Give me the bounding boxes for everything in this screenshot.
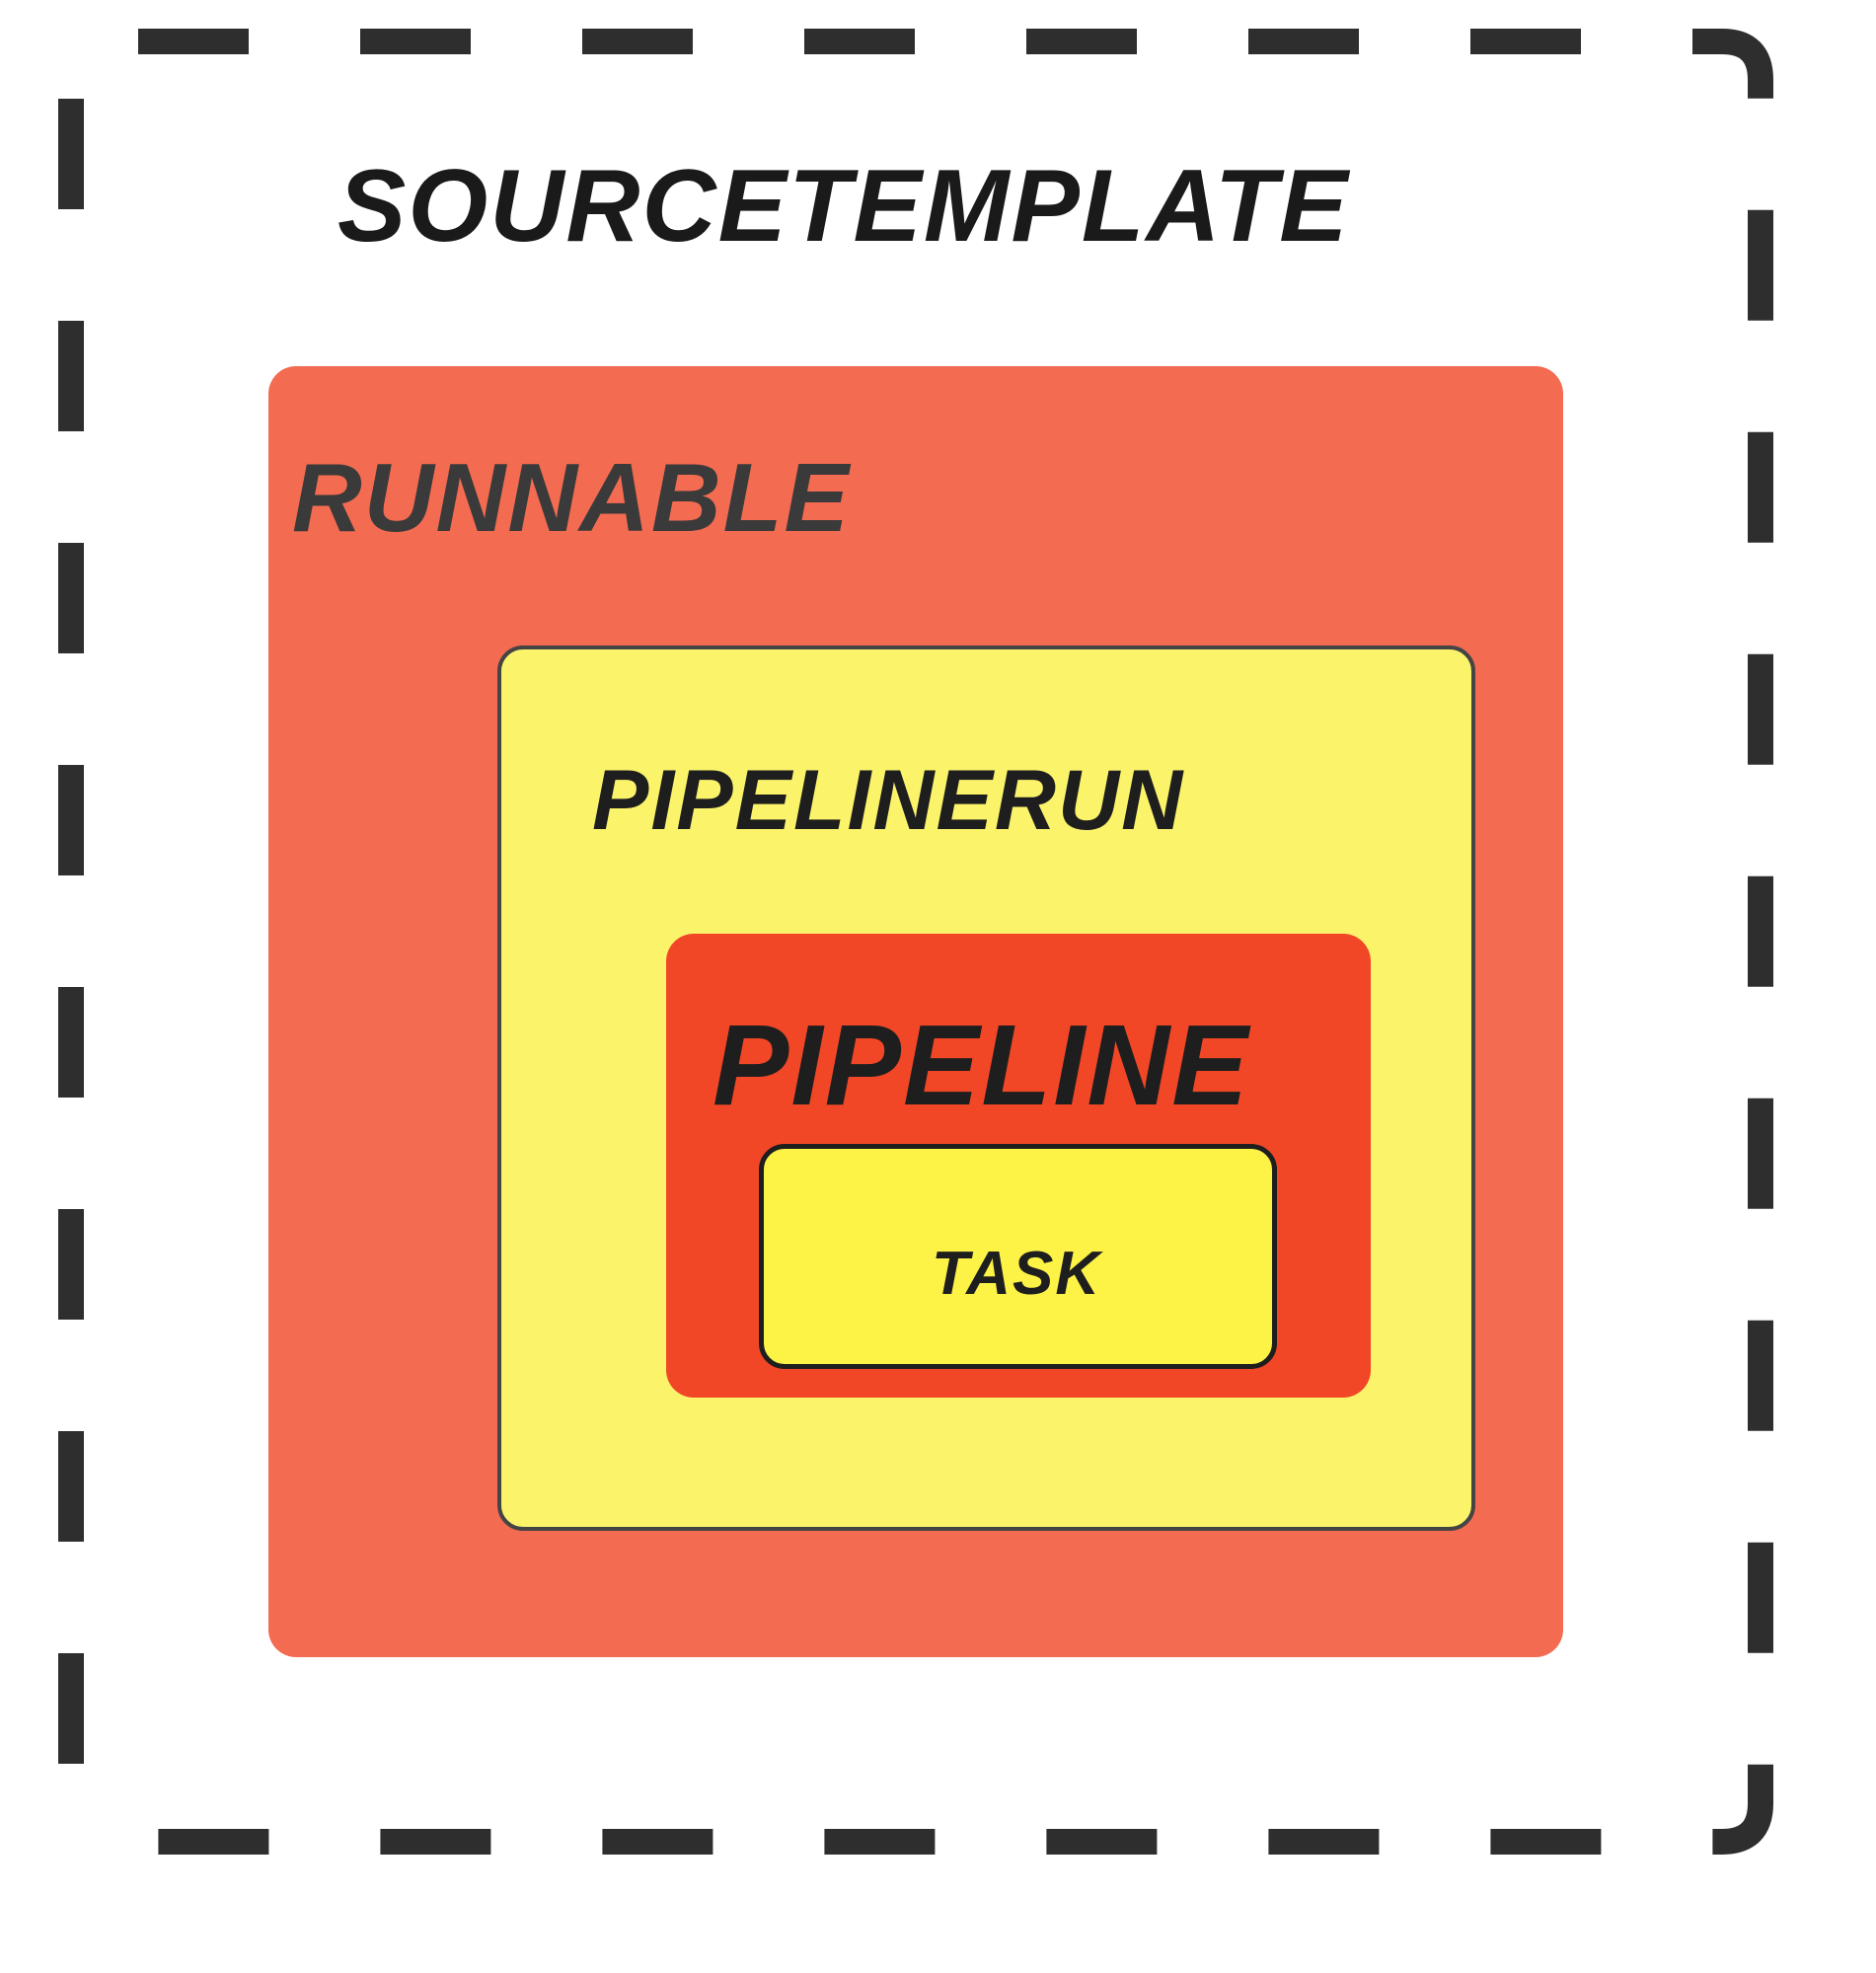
pipeline-label: Pipeline — [713, 1001, 1250, 1129]
runnable-label: Runnable — [292, 443, 851, 552]
sourcetemplate-label: SourceTemplate — [338, 149, 1350, 264]
pipelinerun-label: PipelineRun — [592, 753, 1185, 848]
task-label: Task — [932, 1240, 1102, 1308]
task-box — [759, 1144, 1277, 1369]
